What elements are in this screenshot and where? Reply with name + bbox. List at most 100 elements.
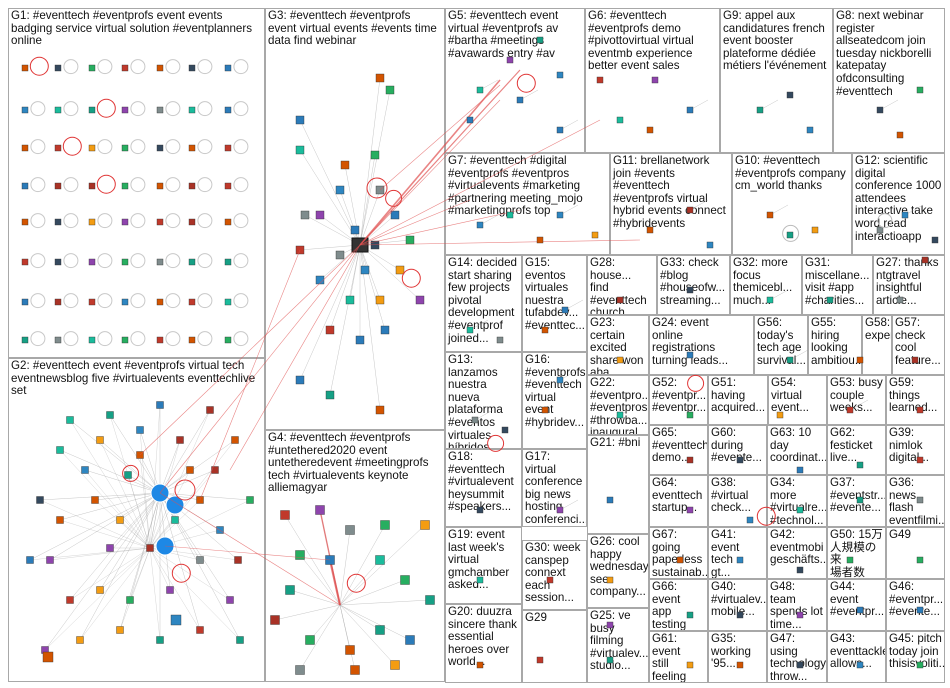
cluster-g25: G25: ve busy filming #virtualev... studi… [587,608,649,683]
cluster-g57: G57: check cool feature... [892,315,945,375]
cluster-g21: G21: #bni [587,435,649,534]
cluster-g11: G11: brellanetwork join #events #eventte… [610,153,732,255]
cluster-g58: G58: experien... [862,315,892,375]
cluster-g67: G67: going paperless sustainab... [649,527,708,579]
cluster-g28: G28: house... find #eventtech church... [587,255,657,315]
cluster-g23: G23: certain excited share won aba steve… [587,315,649,375]
cluster-label: G62: festicket live... [830,426,873,465]
cluster-label: G53: busy couple weeks... [830,376,883,415]
cluster-g16: G16: #eventprofs #eventtech virtual even… [522,352,587,449]
cluster-g7: G7: #eventtech #digital #eventprofs #eve… [445,153,610,255]
cluster-label: G20: duuzra sincere thank essential hero… [448,605,517,669]
cluster-label: G6: #eventtech #eventprofs demo #pivotto… [588,9,694,73]
cluster-label: G9: appel aux candidatures french event … [723,9,827,73]
cluster-g38: G38: #virtual check... [708,475,767,527]
cluster-g26: G26: cool happy wednesday see company... [587,534,649,608]
cluster-label: G18: #eventtech #virtualevent heysummit … [448,450,514,514]
cluster-label: G28: house... find #eventtech church... [590,256,647,315]
cluster-label: G22: #eventpro... #eventpros #throwba...… [590,376,649,435]
cluster-g27: G27: thanks ntgtravel insightful article… [873,255,945,315]
cluster-label: G57: check cool feature... [895,316,941,367]
cluster-label: G5: #eventtech event virtual #eventprofs… [448,9,559,60]
cluster-g5: G5: #eventtech event virtual #eventprofs… [445,8,585,153]
cluster-label: G7: #eventtech #digital #eventprofs #eve… [448,154,583,218]
cluster-g34: G34: more #virtualre... #technol... [767,475,827,527]
cluster-label: G30: week canspep connext each session..… [525,541,581,605]
cluster-g6: G6: #eventtech #eventprofs demo #pivotto… [585,8,720,153]
cluster-label: G15: eventos virtuales nuestra tufabdev.… [525,256,585,332]
cluster-label: G41: event tech gt... [711,528,740,579]
cluster-label: G56: today's tech age survival... [757,316,806,367]
cluster-label: G26: cool happy wednesday see company... [590,535,649,599]
cluster-label: G25: ve busy filming #virtualev... studi… [590,609,649,673]
cluster-label: G44: event #eventpr... [830,580,885,619]
cluster-label: G55: hiring looking ambitiou... [811,316,862,367]
cluster-label: G23: certain excited share won aba steve… [590,316,644,375]
cluster-label: G11: brellanetwork join #events #eventte… [613,154,726,230]
cluster-label: G47: using technology throw... [770,632,827,683]
cluster-label: G38: #virtual check... [711,476,751,515]
cluster-g40: G40: #virtualev... mobile... [708,579,767,631]
cluster-label: G54: virtual event... [771,376,810,415]
cluster-label: G14: decided start sharing few projects … [448,256,517,345]
cluster-g66: G66: event app testing works... [649,579,708,631]
cluster-label: G2: #eventtech event #eventprofs virtual… [11,359,256,398]
cluster-g17: G17: virtual conference big news hosting… [522,449,587,527]
cluster-g39: G39: nimlok digital... [886,425,945,475]
cluster-label: G16: #eventprofs #eventtech virtual even… [525,353,586,429]
cluster-label: G33: check #blog #houseofw... streaming.… [660,256,726,307]
cluster-label: G60: during #evente... [711,426,762,465]
cluster-label: G51: having acquired... [711,376,766,415]
cluster-g53: G53: busy couple weeks... [827,375,886,425]
cluster-g35: G35: working '95... [708,631,767,683]
cluster-label: G12: scientific digital conference 1000 … [855,154,942,243]
cluster-g51: G51: having acquired... [708,375,768,425]
cluster-g8: G8: next webinar register allseatedcom j… [833,8,945,153]
cluster-g32: G32: more focus themicebl... much... [730,255,802,315]
cluster-g45: G45: pitch today join thisisvoliti... [886,631,945,683]
cluster-label: G58: experien... [865,316,892,342]
cluster-g61: G61: event still feeling #virtualev... [649,631,708,683]
cluster-g59: G59: things learned... [886,375,945,425]
cluster-g30: G30: week canspep connext each session..… [522,540,587,610]
cluster-g50: G50: 15万 人規模の来 場者数を... [827,527,886,579]
cluster-g12: G12: scientific digital conference 1000 … [852,153,945,255]
cluster-g62: G62: festicket live... [827,425,886,475]
cluster-g54: G54: virtual event... [768,375,827,425]
cluster-label: G8: next webinar register allseatedcom j… [836,9,932,98]
cluster-g46: G46: #eventpr... #evente... [886,579,945,631]
cluster-label: G48: team spends lot time... [770,580,823,631]
cluster-g65: G65: #eventtech demo... [649,425,708,475]
cluster-g47: G47: using technology throw... [767,631,827,683]
cluster-g44: G44: event #eventpr... [827,579,886,631]
cluster-label: G31: miscellane... visit #app #charities… [805,256,870,307]
cluster-g56: G56: today's tech age survival... [754,315,808,375]
cluster-label: G29 [525,611,547,624]
cluster-label: G46: #eventpr... #evente... [889,580,944,619]
cluster-g24: G24: event online registrations turning … [649,315,754,375]
cluster-label: G13: lanzamos nuestra nueva plataforma #… [448,353,503,449]
cluster-label: G37: #eventstr... #evente... [830,476,886,515]
cluster-label: G50: 15万 人規模の来 場者数を... [830,528,883,579]
cluster-g4: G4: #eventtech #eventprofs #untethered20… [265,430,445,682]
cluster-label: G32: more focus themicebl... much... [733,256,793,307]
cluster-label: G43: eventtackle allows... [830,632,886,671]
cluster-label: G34: more #virtualre... #technol... [770,476,827,527]
cluster-g42: G42: eventmobi geschäfts... [767,527,827,579]
cluster-label: G39: nimlok digital... [889,426,929,465]
cluster-g60: G60: during #evente... [708,425,767,475]
cluster-label: G36: news flash eventfilmi... [889,476,945,527]
cluster-g20: G20: duuzra sincere thank essential hero… [445,604,522,683]
cluster-label: G63: 10 day coordinat... [770,426,827,465]
cluster-g9: G9: appel aux candidatures french event … [720,8,833,153]
cluster-label: G24: event online registrations turning … [652,316,729,367]
cluster-label: G35: working '95... [711,632,751,671]
cluster-label: G27: thanks ntgtravel insightful article… [876,256,939,307]
cluster-g1: G1: #eventtech #eventprofs event events … [8,8,265,358]
cluster-label: G52: #eventpr... #eventpr... [652,376,707,415]
cluster-g3: G3: #eventtech #eventprofs event virtual… [265,8,445,430]
cluster-label: G42: eventmobi geschäfts... [770,528,827,567]
cluster-g19: G19: event last week's virtual gmchamber… [445,527,522,604]
cluster-g18: G18: #eventtech #virtualevent heysummit … [445,449,522,527]
